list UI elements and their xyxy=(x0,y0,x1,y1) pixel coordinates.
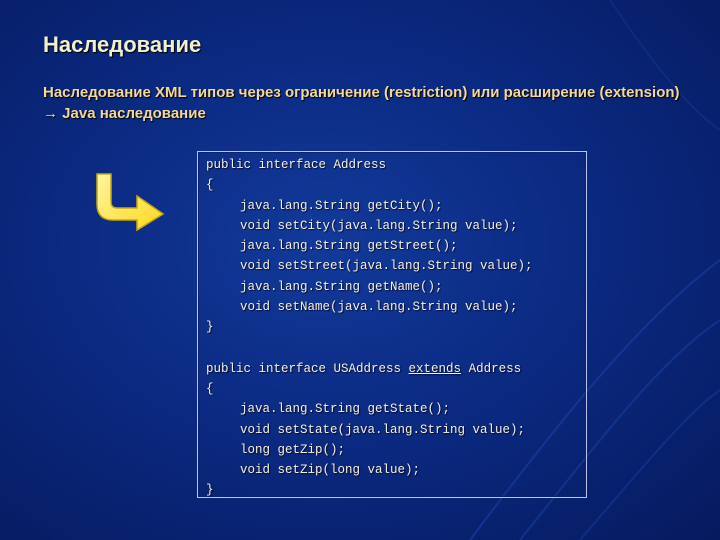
code-line-text: void setZip(long value); xyxy=(240,463,421,478)
code-line-text: java.lang.String getState(); xyxy=(240,402,451,417)
usaddress-open-brace: { xyxy=(206,381,214,396)
code-line: long getZip(); xyxy=(206,440,586,460)
right-arrow-icon: → xyxy=(43,105,58,122)
code-line: java.lang.String getStreet(); xyxy=(206,236,586,256)
code-line-text: void setCity(java.lang.String value); xyxy=(240,218,518,233)
extends-keyword: extends xyxy=(408,361,462,376)
code-line: void setZip(long value); xyxy=(206,460,586,480)
code-line-text: java.lang.String getName(); xyxy=(240,279,443,294)
code-line-text: java.lang.String getStreet(); xyxy=(240,239,458,254)
subtitle-text-start: Наследование XML типов через ограничение… xyxy=(43,84,680,101)
code-line: void setCity(java.lang.String value); xyxy=(206,216,586,236)
code-spacer xyxy=(206,338,586,359)
code-line-text: long getZip(); xyxy=(240,442,346,457)
address-open-brace: { xyxy=(206,178,214,193)
usaddress-interface-header: public interface USAddress extends Addre… xyxy=(206,359,586,379)
usaddress-close-brace: } xyxy=(206,483,214,498)
slide-subtitle: Наследование XML типов через ограничение… xyxy=(43,82,693,124)
code-listing: public interface Address { java.lang.Str… xyxy=(197,151,587,498)
code-line-text: java.lang.String getCity(); xyxy=(240,198,443,213)
code-line: java.lang.String getState(); xyxy=(206,399,586,419)
header-prefix: public interface USAddress xyxy=(206,361,409,376)
code-line-text: void setStreet(java.lang.String value); xyxy=(240,259,533,274)
code-line: void setState(java.lang.String value); xyxy=(206,420,586,440)
code-line: java.lang.String getName(); xyxy=(206,277,586,297)
code-line-text: void setName(java.lang.String value); xyxy=(240,300,518,315)
address-interface-header: public interface Address xyxy=(206,158,387,172)
address-close-brace: } xyxy=(206,320,214,335)
code-line: java.lang.String getCity(); xyxy=(206,196,586,216)
slide-title: Наследование xyxy=(43,32,202,57)
code-line-text: void setState(java.lang.String value); xyxy=(240,422,526,437)
subtitle-text-end: Java наследование xyxy=(58,105,206,122)
code-line: void setName(java.lang.String value); xyxy=(206,297,586,317)
header-suffix: Address xyxy=(461,361,522,376)
code-line: void setStreet(java.lang.String value); xyxy=(206,256,586,276)
bent-down-right-arrow-icon xyxy=(96,173,165,232)
